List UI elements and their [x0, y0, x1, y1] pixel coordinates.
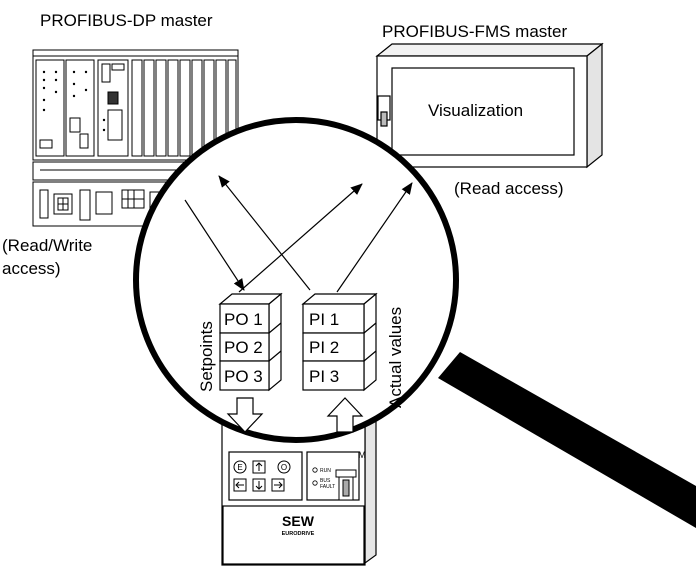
pi-register-stack — [301, 292, 378, 392]
key-o-label: O — [281, 463, 287, 472]
setpoint-down-arrow — [226, 397, 264, 433]
led-run-label: RUN — [320, 468, 331, 474]
read-write-label-line2: access) — [2, 259, 61, 278]
access-arrows — [184, 175, 413, 293]
fms-master-monitor — [375, 42, 604, 169]
device-leds — [312, 467, 318, 486]
actual-values-label: Actual values — [386, 307, 405, 408]
pi1-label: PI 1 — [309, 310, 339, 329]
dp-master-title: PROFIBUS-DP master — [40, 11, 213, 30]
device-side-mark: M — [358, 450, 366, 460]
dp-master-indicator-dots — [42, 70, 106, 132]
po2-label: PO 2 — [224, 338, 263, 357]
fms-master-title: PROFIBUS-FMS master — [382, 22, 567, 41]
dp-write-arrow — [184, 199, 245, 291]
led-fault-label: FAULT — [320, 484, 335, 490]
po3-label: PO 3 — [224, 367, 263, 386]
device-connector-plug — [335, 469, 357, 501]
device-keypad — [233, 460, 291, 492]
dp-master-plc — [32, 49, 239, 161]
magnifier-handle — [438, 352, 696, 528]
sew-brand-label: SEW — [282, 513, 315, 529]
actual-value-up-arrow — [326, 397, 364, 433]
setpoints-label: Setpoints — [197, 321, 216, 392]
pi2-label: PI 2 — [309, 338, 339, 357]
key-e-label: E — [237, 463, 242, 472]
led-bus-label: BUS — [320, 478, 331, 484]
fms-read-actual-arrow — [336, 182, 413, 293]
pi3-label: PI 3 — [309, 367, 339, 386]
read-write-label-line1: (Read/Write — [2, 236, 92, 255]
fms-read-setpoint-arrow — [238, 183, 363, 293]
read-access-label: (Read access) — [454, 179, 564, 198]
magnifier-lens — [133, 117, 459, 443]
po1-label: PO 1 — [224, 310, 263, 329]
sew-brand-sub-label: EURODRIVE — [282, 531, 315, 537]
dp-read-arrow — [218, 175, 311, 291]
po-register-stack — [218, 292, 283, 392]
visualization-label: Visualization — [428, 101, 523, 120]
